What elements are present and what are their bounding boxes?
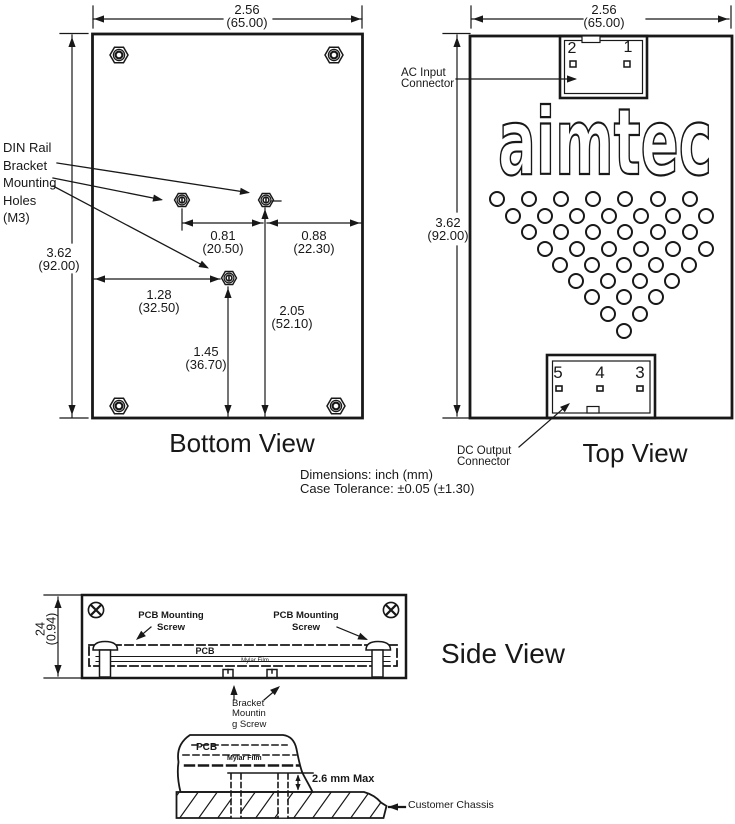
ac-pin-2: 2 — [567, 40, 577, 57]
bv-dimension-lines — [59, 5, 363, 419]
side-view-title: Side View — [440, 638, 565, 669]
pcb-screw-label-left: PCB Mounting Screw — [138, 610, 204, 633]
chassis-leader-arrow — [388, 803, 398, 811]
din-mounting-hole-icon — [220, 270, 238, 286]
bracket-legs-hidden-lines — [230, 773, 289, 819]
side-view-drawing — [43, 593, 408, 701]
ac-input-connector-label: AC Input Connector — [401, 67, 455, 90]
dc-pin-square — [596, 385, 604, 392]
dc-pin-5: 5 — [553, 363, 563, 382]
corner-screw-icon — [108, 397, 130, 415]
phillips-screw-icon — [382, 601, 400, 619]
din-mounting-hole-icon — [257, 192, 275, 208]
vent-holes — [489, 191, 714, 339]
dc-pin-4: 4 — [595, 363, 605, 382]
bv-dim-088: 0.88 (22.30) — [293, 228, 335, 257]
sv-pcb-label: PCB — [195, 646, 215, 656]
pcb-mounting-screw-left — [92, 640, 119, 678]
bv-dim-128: 1.28 (32.50) — [138, 287, 180, 316]
chassis-hatching — [176, 792, 387, 818]
tv-height-dim-label: 3.62 (92.00) — [427, 215, 469, 244]
top-view-drawing: aimtec — [442, 5, 734, 448]
cd-mylar-label: Mylar Film — [227, 755, 262, 762]
side-view-case — [80, 593, 408, 680]
dc-output-connector — [545, 353, 657, 420]
bracket-screw-label: Bracket Mountin g Screw — [232, 698, 267, 730]
corner-screw-icon — [325, 397, 347, 415]
din-holes-label: DIN Rail Bracket Mounting Holes (M3) — [3, 140, 57, 226]
customer-chassis-label: Customer Chassis — [408, 799, 494, 811]
dc-pin-square — [636, 385, 644, 392]
pcb-board-lines — [95, 655, 391, 663]
phillips-screw-icon — [87, 601, 105, 619]
bottom-view-title: Bottom View — [169, 428, 315, 458]
bracket-pieces — [222, 668, 278, 679]
sv-dimension-lines — [43, 594, 367, 701]
dc-pin-3: 3 — [635, 363, 645, 382]
din-mounting-hole-icon — [173, 192, 191, 208]
bv-dim-145: 1.45 (36.70) — [185, 344, 227, 373]
top-view-title: Top View — [582, 438, 688, 468]
cd-gap-label: 2.6 mm Max — [312, 773, 375, 785]
pcb-mounting-screw-right — [365, 640, 392, 678]
tv-width-dim-label: 2.56 (65.00) — [583, 2, 625, 31]
bv-height-dim-label: 3.62 (92.00) — [38, 245, 80, 274]
cd-pcb-layers — [182, 744, 301, 767]
customer-chassis-outline — [175, 791, 388, 819]
ac-pin-1: 1 — [623, 39, 633, 56]
ac-pin-square — [569, 60, 577, 68]
sv-mylar-label: Mylar Film — [241, 658, 269, 664]
pcb-screw-label-right: PCB Mounting Screw — [273, 610, 339, 633]
dc-pin-square — [555, 385, 563, 392]
aimtec-logo: aimtec — [498, 89, 712, 196]
sv-height-dim-label: 24 (0.94) — [33, 612, 59, 646]
bv-dim-205: 2.05 (52.10) — [271, 303, 313, 332]
bottom-view-drawing — [52, 5, 364, 420]
pcb-outline-dashed — [88, 644, 398, 667]
din-label-leader-lines — [52, 162, 249, 269]
corner-screw-icon — [108, 46, 130, 64]
bv-width-dim-label: 2.56 (65.00) — [226, 2, 268, 31]
ac-input-connector — [558, 34, 649, 100]
cd-pcb-label: PCB — [196, 742, 218, 753]
module-outline — [176, 734, 314, 793]
bottom-view-case — [91, 32, 364, 420]
ac-pin-square — [623, 60, 631, 68]
drawing-notes: Dimensions: inch (mm) Case Tolerance: ±0… — [300, 467, 475, 497]
tv-dimension-lines — [442, 5, 732, 448]
dc-output-connector-label: DC Output Connector — [457, 445, 512, 468]
corner-screw-icon — [323, 46, 345, 64]
bv-dim-081: 0.81 (20.50) — [202, 228, 244, 257]
